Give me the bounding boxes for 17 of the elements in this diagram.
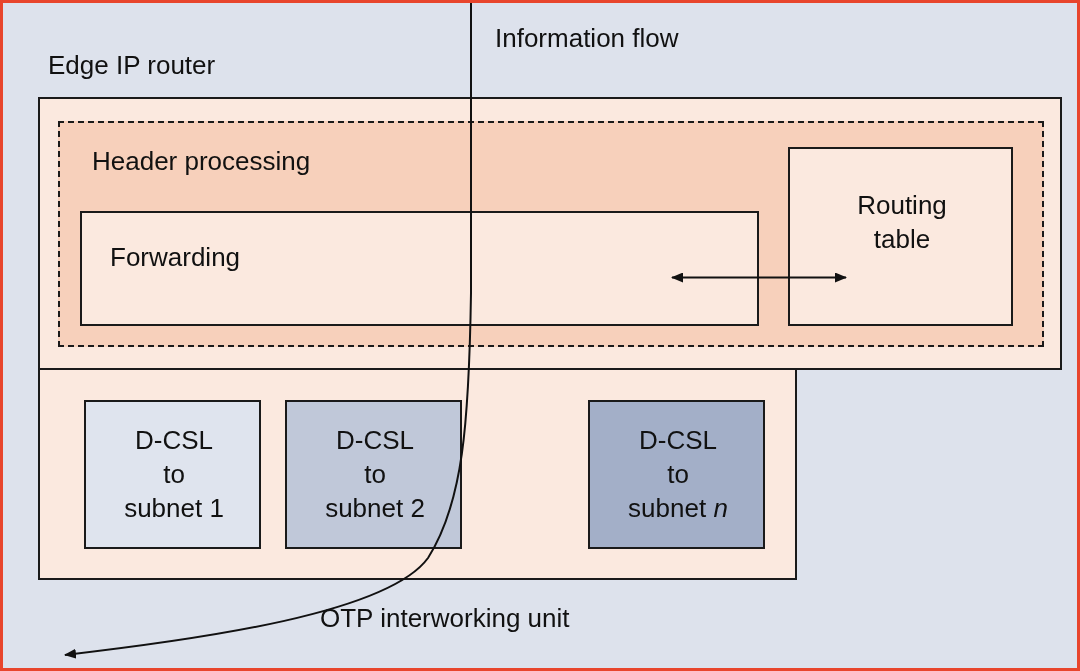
box-heading: Header processing: [92, 145, 311, 178]
module-box: [285, 400, 462, 549]
dashed-box: [58, 121, 1044, 347]
box-label: D-CSL to subnet n: [627, 424, 729, 525]
box-heading: Edge IP router: [48, 49, 216, 82]
flow-arrow: [64, 3, 472, 659]
table-box: [788, 147, 1013, 326]
box-heading: OTP interworking unit: [320, 602, 570, 635]
box-label: Forwarding: [110, 241, 241, 274]
box-label: D-CSL to subnet 2: [324, 424, 426, 525]
module-box: [84, 400, 261, 549]
module-box: [588, 400, 765, 549]
double-arrow: [671, 272, 847, 283]
process-box: [80, 211, 759, 326]
box-label: Routing table: [856, 189, 948, 256]
box-label: D-CSL to subnet 1: [123, 424, 225, 525]
flow-label: Information flow: [495, 22, 679, 55]
